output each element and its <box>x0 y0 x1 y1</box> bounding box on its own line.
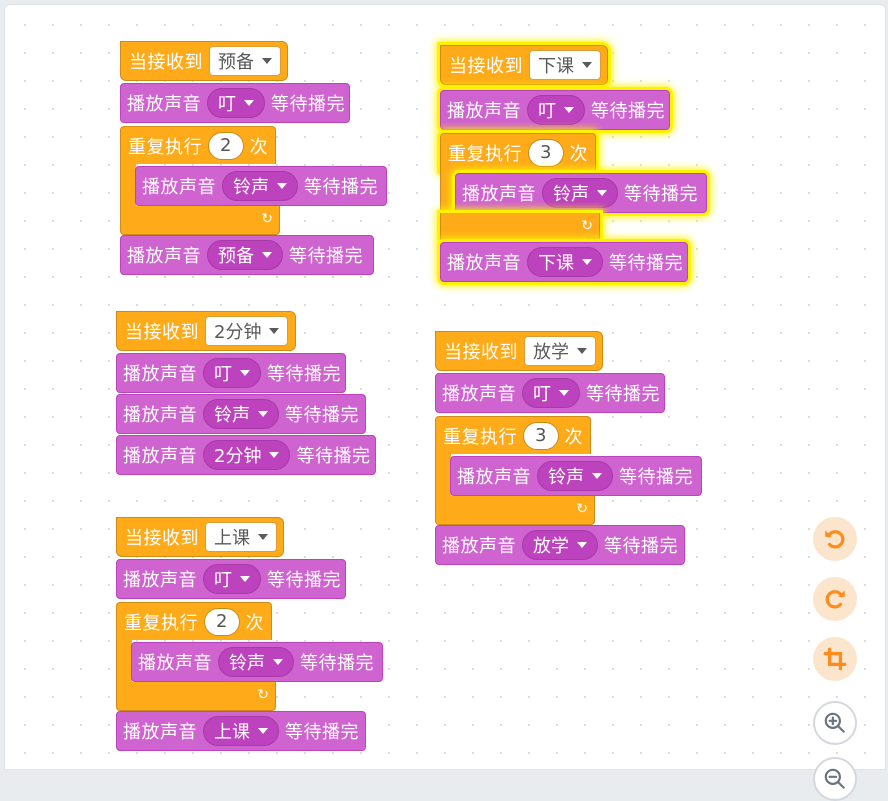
hat-label: 当接收到 <box>129 52 203 73</box>
play-sound-block[interactable]: 播放声音 上课 等待播完 <box>116 711 366 751</box>
message-dropdown[interactable]: 上课 <box>205 522 277 552</box>
script-class-over[interactable]: 当接收到 下课 播放声音 叮 等待播完 重复执行 3 次 播放声音 铃声 等待播… <box>440 30 740 305</box>
when-receive-hat[interactable]: 当接收到 上课 <box>116 502 284 557</box>
sound-dropdown[interactable]: 预备 <box>207 240 283 270</box>
chevron-down-icon <box>577 348 587 354</box>
play-sound-block[interactable]: 播放声音 铃声 等待播完 <box>455 173 707 213</box>
play-sound-block[interactable]: 播放声音 叮 等待播完 <box>435 373 665 413</box>
script-school-over[interactable]: 当接收到 放学 播放声音 叮 等待播完 重复执行 3 次 播放声音 铃声 等待播… <box>435 316 735 591</box>
zoom-in-button[interactable] <box>813 701 857 745</box>
when-receive-hat[interactable]: 当接收到 下课 <box>440 30 608 85</box>
chevron-down-icon <box>577 542 587 548</box>
play-sound-block[interactable]: 播放声音 铃声 等待播完 <box>450 456 702 496</box>
repeat-side <box>120 163 136 208</box>
crop-icon <box>823 647 847 671</box>
play-sound-block[interactable]: 播放声音 预备 等待播完 <box>120 235 374 275</box>
sound-dropdown[interactable]: 下课 <box>527 247 603 277</box>
message-dropdown[interactable]: 2分钟 <box>205 316 289 346</box>
redo-icon <box>825 590 845 609</box>
chevron-down-icon <box>597 190 607 196</box>
repeat-side <box>116 639 132 684</box>
repeat-bottom: ↻ <box>440 213 600 242</box>
when-receive-hat[interactable]: 当接收到 2分钟 <box>116 296 296 351</box>
sound-dropdown[interactable]: 叮 <box>203 564 261 594</box>
zoom-in-icon <box>824 712 845 733</box>
repeat-block[interactable]: 重复执行 2 次 <box>116 602 272 640</box>
chevron-down-icon <box>258 411 268 417</box>
when-receive-hat[interactable]: 当接收到 放学 <box>435 316 603 371</box>
repeat-side <box>440 170 456 215</box>
repeat-count-input[interactable]: 2 <box>208 131 244 160</box>
chevron-down-icon <box>269 328 280 334</box>
play-sound-block[interactable]: 播放声音 2分钟 等待播完 <box>116 435 376 475</box>
chevron-down-icon <box>240 370 250 376</box>
code-canvas[interactable]: 当接收到 预备 播放声音 叮 等待播完 重复执行 2 次 播放声音 铃声 等待播… <box>4 4 886 801</box>
chevron-down-icon <box>244 100 254 106</box>
script-two-minutes[interactable]: 当接收到 2分钟 播放声音 叮 等待播完 播放声音 铃声 等待播完 播放声音 2… <box>116 296 416 571</box>
sound-dropdown[interactable]: 叮 <box>203 358 261 388</box>
chevron-down-icon <box>262 252 272 258</box>
sound-dropdown[interactable]: 叮 <box>527 95 585 125</box>
chevron-down-icon <box>269 452 280 458</box>
sound-dropdown[interactable]: 叮 <box>207 88 265 118</box>
chevron-down-icon <box>564 107 574 113</box>
sound-dropdown[interactable]: 铃声 <box>218 647 294 677</box>
repeat-block[interactable]: 重复执行 3 次 <box>435 416 591 454</box>
chevron-down-icon <box>559 390 569 396</box>
chevron-down-icon <box>582 62 592 68</box>
sound-dropdown[interactable]: 2分钟 <box>203 440 291 470</box>
repeat-bottom: ↻ <box>116 682 276 711</box>
script-class-start[interactable]: 当接收到 上课 播放声音 叮 等待播完 重复执行 2 次 播放声音 铃声 等待播… <box>116 502 416 777</box>
repeat-block[interactable]: 重复执行 3 次 <box>440 133 596 171</box>
message-dropdown[interactable]: 预备 <box>209 46 281 76</box>
repeat-count-input[interactable]: 3 <box>528 138 564 167</box>
undo-icon <box>825 530 845 549</box>
message-dropdown[interactable]: 下课 <box>529 50 601 80</box>
play-sound-block[interactable]: 播放声音 叮 等待播完 <box>116 559 346 599</box>
chevron-down-icon <box>258 728 268 734</box>
play-sound-block[interactable]: 播放声音 铃声 等待播完 <box>131 642 383 682</box>
chevron-down-icon <box>592 473 602 479</box>
script-prepare[interactable]: 当接收到 预备 播放声音 叮 等待播完 重复执行 2 次 播放声音 铃声 等待播… <box>120 26 420 301</box>
sound-dropdown[interactable]: 叮 <box>522 378 580 408</box>
sound-dropdown[interactable]: 铃声 <box>537 461 613 491</box>
when-receive-hat[interactable]: 当接收到 预备 <box>120 26 288 81</box>
play-sound-block[interactable]: 播放声音 铃声 等待播完 <box>135 166 387 206</box>
sound-dropdown[interactable]: 上课 <box>203 716 279 746</box>
repeat-count-input[interactable]: 3 <box>523 421 559 450</box>
chevron-down-icon <box>277 183 287 189</box>
sound-dropdown[interactable]: 放学 <box>522 530 598 560</box>
sound-dropdown[interactable]: 铃声 <box>222 171 298 201</box>
repeat-side <box>435 453 451 498</box>
loop-arrow-icon: ↻ <box>576 501 588 517</box>
sound-dropdown[interactable]: 铃声 <box>203 399 279 429</box>
redo-button[interactable] <box>813 577 857 621</box>
loop-arrow-icon: ↻ <box>257 687 269 703</box>
play-sound-block[interactable]: 播放声音 叮 等待播完 <box>120 83 350 123</box>
play-sound-block[interactable]: 播放声音 叮 等待播完 <box>116 353 346 393</box>
chevron-down-icon <box>258 534 268 540</box>
chevron-down-icon <box>582 259 592 265</box>
play-sound-block[interactable]: 播放声音 铃声 等待播完 <box>116 394 366 434</box>
chevron-down-icon <box>273 659 283 665</box>
play-sound-block[interactable]: 播放声音 放学 等待播完 <box>435 525 685 565</box>
repeat-count-input[interactable]: 2 <box>204 607 240 636</box>
chevron-down-icon <box>240 576 250 582</box>
repeat-block[interactable]: 重复执行 2 次 <box>120 126 276 164</box>
message-dropdown[interactable]: 放学 <box>524 336 596 366</box>
play-sound-block[interactable]: 播放声音 叮 等待播完 <box>440 90 670 130</box>
crop-button[interactable] <box>813 637 857 681</box>
zoom-out-button[interactable] <box>813 757 857 801</box>
repeat-bottom: ↻ <box>120 206 280 235</box>
repeat-bottom: ↻ <box>435 496 595 525</box>
loop-arrow-icon: ↻ <box>581 218 593 234</box>
undo-button[interactable] <box>813 517 857 561</box>
play-sound-block[interactable]: 播放声音 下课 等待播完 <box>440 242 688 282</box>
chevron-down-icon <box>262 58 272 64</box>
sound-dropdown[interactable]: 铃声 <box>542 178 618 208</box>
loop-arrow-icon: ↻ <box>261 211 273 227</box>
